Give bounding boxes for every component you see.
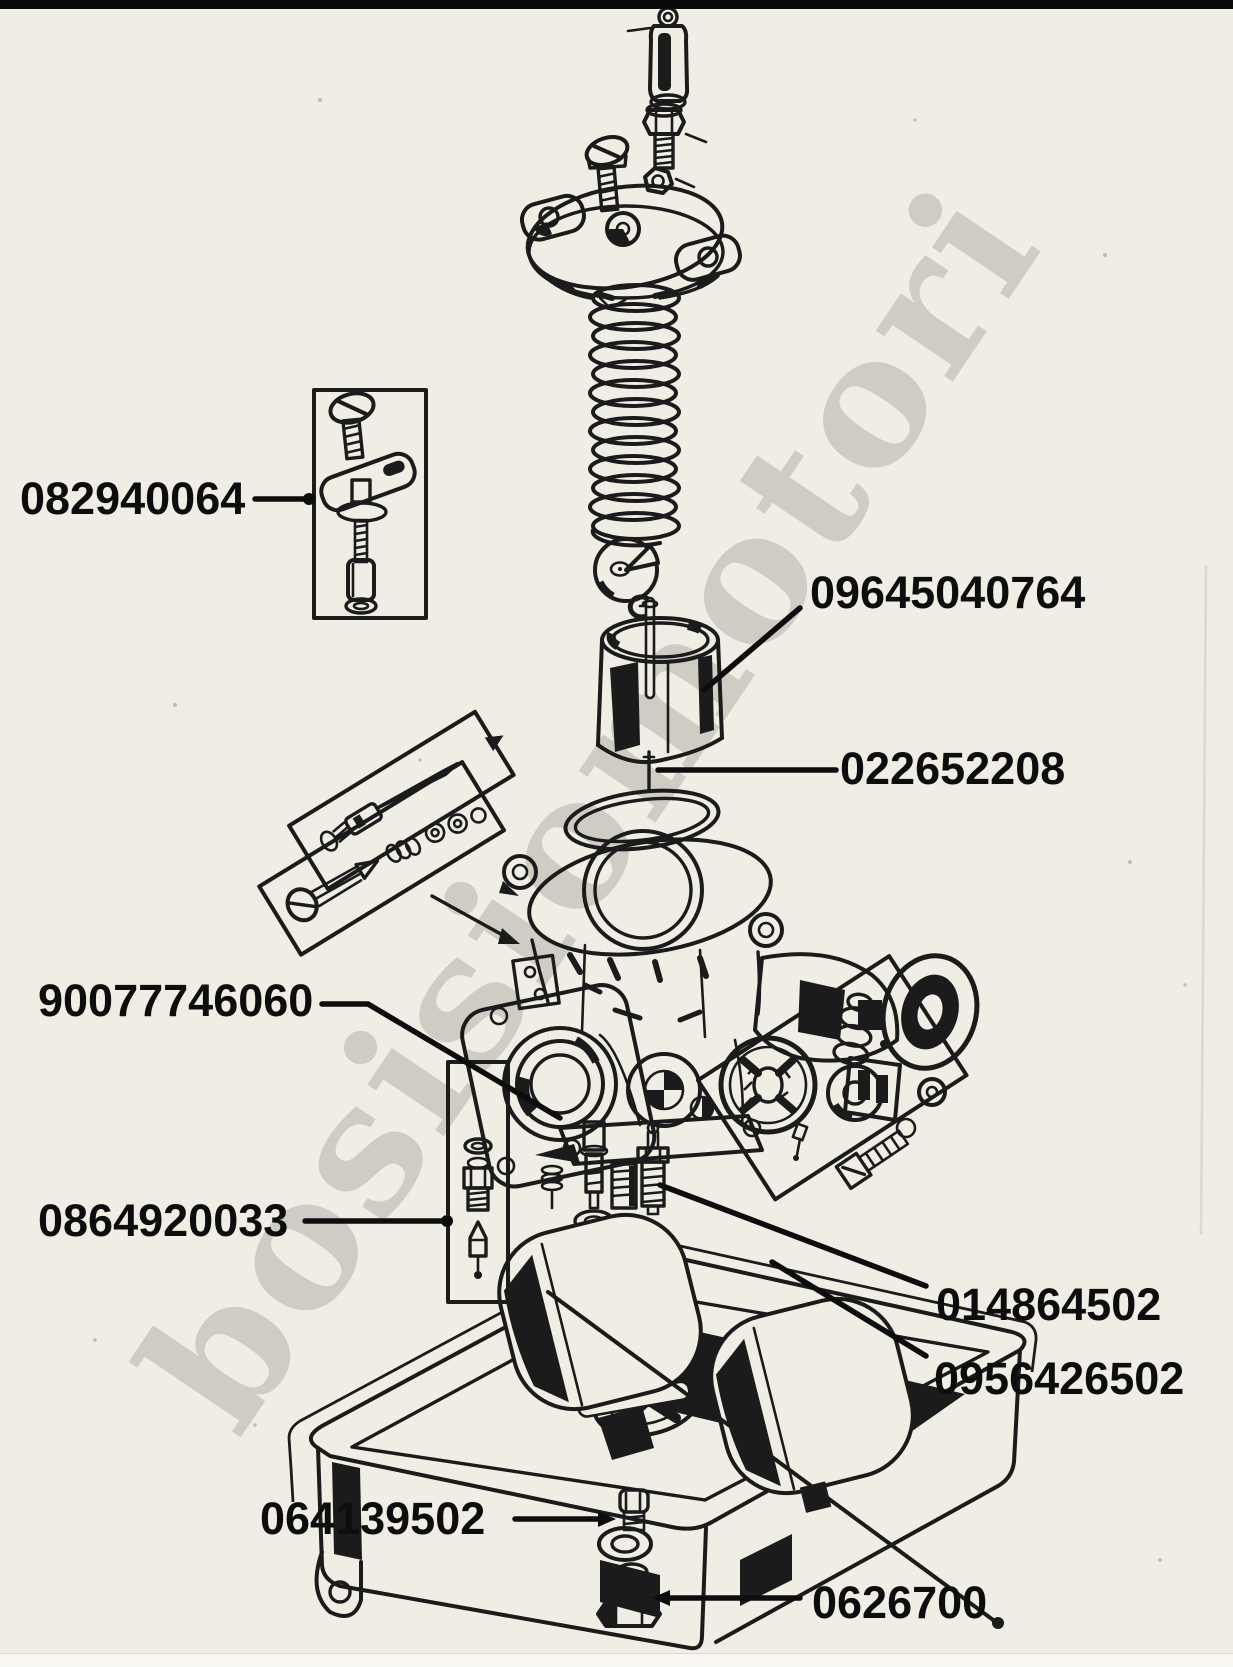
needle-jet-drawing xyxy=(573,1120,615,1233)
float-pivot-pin-drawing xyxy=(546,1290,1004,1629)
part-label-needle-jet: 90077746060 xyxy=(38,975,314,1026)
leader-float xyxy=(769,1259,929,1359)
drain-nut-drawing xyxy=(596,1562,662,1628)
part-label-drain-nut: 0626700 xyxy=(812,1577,988,1628)
bowl-screw-drawing xyxy=(618,1488,650,1532)
floats-drawing xyxy=(497,1212,915,1513)
leader-lines xyxy=(252,493,929,1606)
cable-adjuster-screw-drawing xyxy=(642,102,708,170)
cap-screw-drawing xyxy=(584,135,630,213)
leader-drain-nut xyxy=(652,1590,803,1606)
paper-specks xyxy=(93,98,1187,1562)
part-label-needle-valve-kit: 0864920033 xyxy=(38,1195,289,1246)
spring-seat-drawing xyxy=(593,537,660,603)
part-label-throttle-slide: 09645040764 xyxy=(810,567,1086,618)
cable-adjuster-boot-drawing xyxy=(626,6,690,111)
slide-spring-drawing xyxy=(588,283,681,548)
leader-bowl-screw xyxy=(512,1511,616,1527)
top-gasket-drawing xyxy=(563,788,721,852)
leader-choke-kit xyxy=(252,493,315,505)
leader-needle-jet xyxy=(319,1001,563,1121)
bowl-screw-washer-drawing xyxy=(597,1526,653,1562)
leader-needle-valve-kit xyxy=(302,1215,453,1227)
carb-top-cap-drawing xyxy=(519,183,742,310)
carb-body-drawing xyxy=(460,829,980,1210)
page-top-edge xyxy=(0,0,1233,9)
part-label-float-kit: 0956426502 xyxy=(934,1353,1185,1404)
throttle-slide-drawing xyxy=(596,596,724,765)
scan-crease xyxy=(1199,564,1208,1236)
part-label-bowl-screw: 064139502 xyxy=(260,1493,486,1544)
part-label-jet-needle: 022652208 xyxy=(840,743,1066,794)
leader-main-jet xyxy=(657,1182,929,1289)
leader-throttle-slide xyxy=(701,605,803,693)
part-label-main-jet: 014864502 xyxy=(936,1279,1162,1330)
choke-kit-box xyxy=(312,388,428,620)
fuel-filter-kit-box xyxy=(695,954,969,1202)
needle-valve-kit-box xyxy=(446,1060,510,1304)
page-bottom-edge xyxy=(0,1653,1233,1667)
jet-kit-box-lower xyxy=(257,760,520,957)
part-label-choke-kit: 082940064 xyxy=(20,473,246,524)
jet-needle-drawing xyxy=(642,750,656,792)
